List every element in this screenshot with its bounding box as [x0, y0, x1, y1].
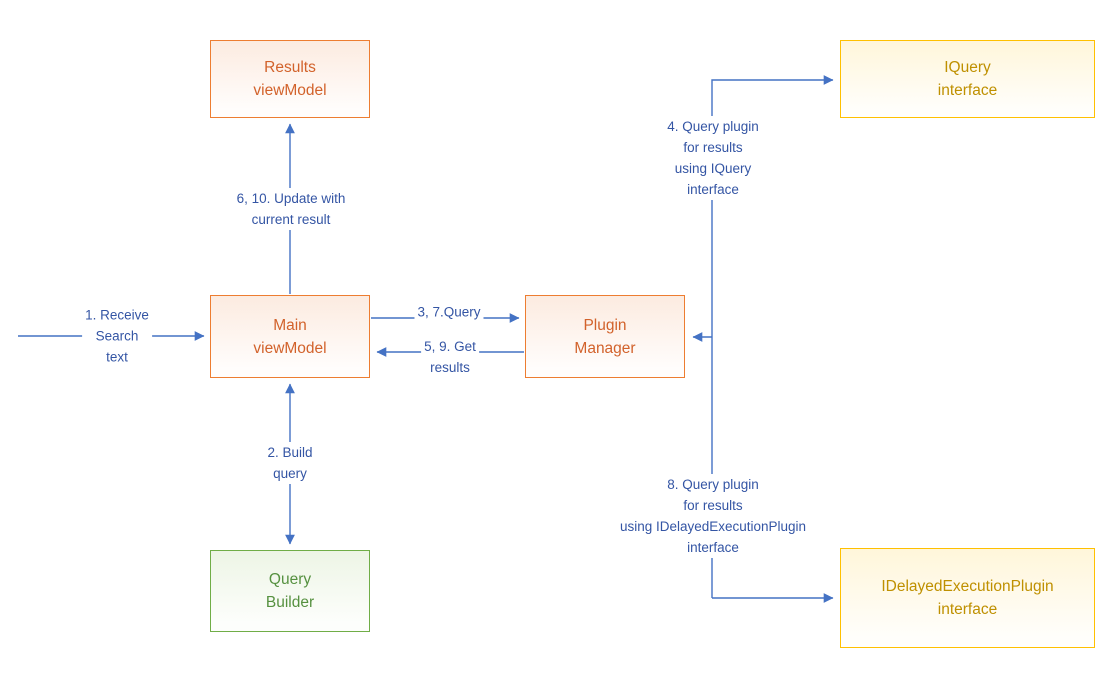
plugin-manager-box: Plugin Manager: [525, 295, 685, 378]
results-viewmodel-box: Results viewModel: [210, 40, 370, 118]
label-build-query: 2. Build query: [264, 442, 316, 484]
label-query: 3, 7.Query: [414, 301, 484, 323]
query-builder-box: Query Builder: [210, 550, 370, 632]
label-query-plugin-idelayed: 8. Query plugin for results using IDelay…: [616, 474, 810, 558]
label-receive-search-text: 1. Receive Search text: [82, 304, 152, 368]
arrow-iquery-interface: [711, 75, 834, 598]
label-query-plugin-iquery: 4. Query plugin for results using IQuery…: [664, 116, 762, 200]
label-update-with-current-result: 6, 10. Update with current result: [233, 188, 349, 230]
iquery-interface-box: IQuery interface: [840, 40, 1095, 118]
main-viewmodel-box: Main viewModel: [210, 295, 370, 378]
idelayedexecutionplugin-interface-box: IDelayedExecutionPlugin interface: [840, 548, 1095, 648]
label-get-results: 5, 9. Get results: [421, 336, 479, 378]
